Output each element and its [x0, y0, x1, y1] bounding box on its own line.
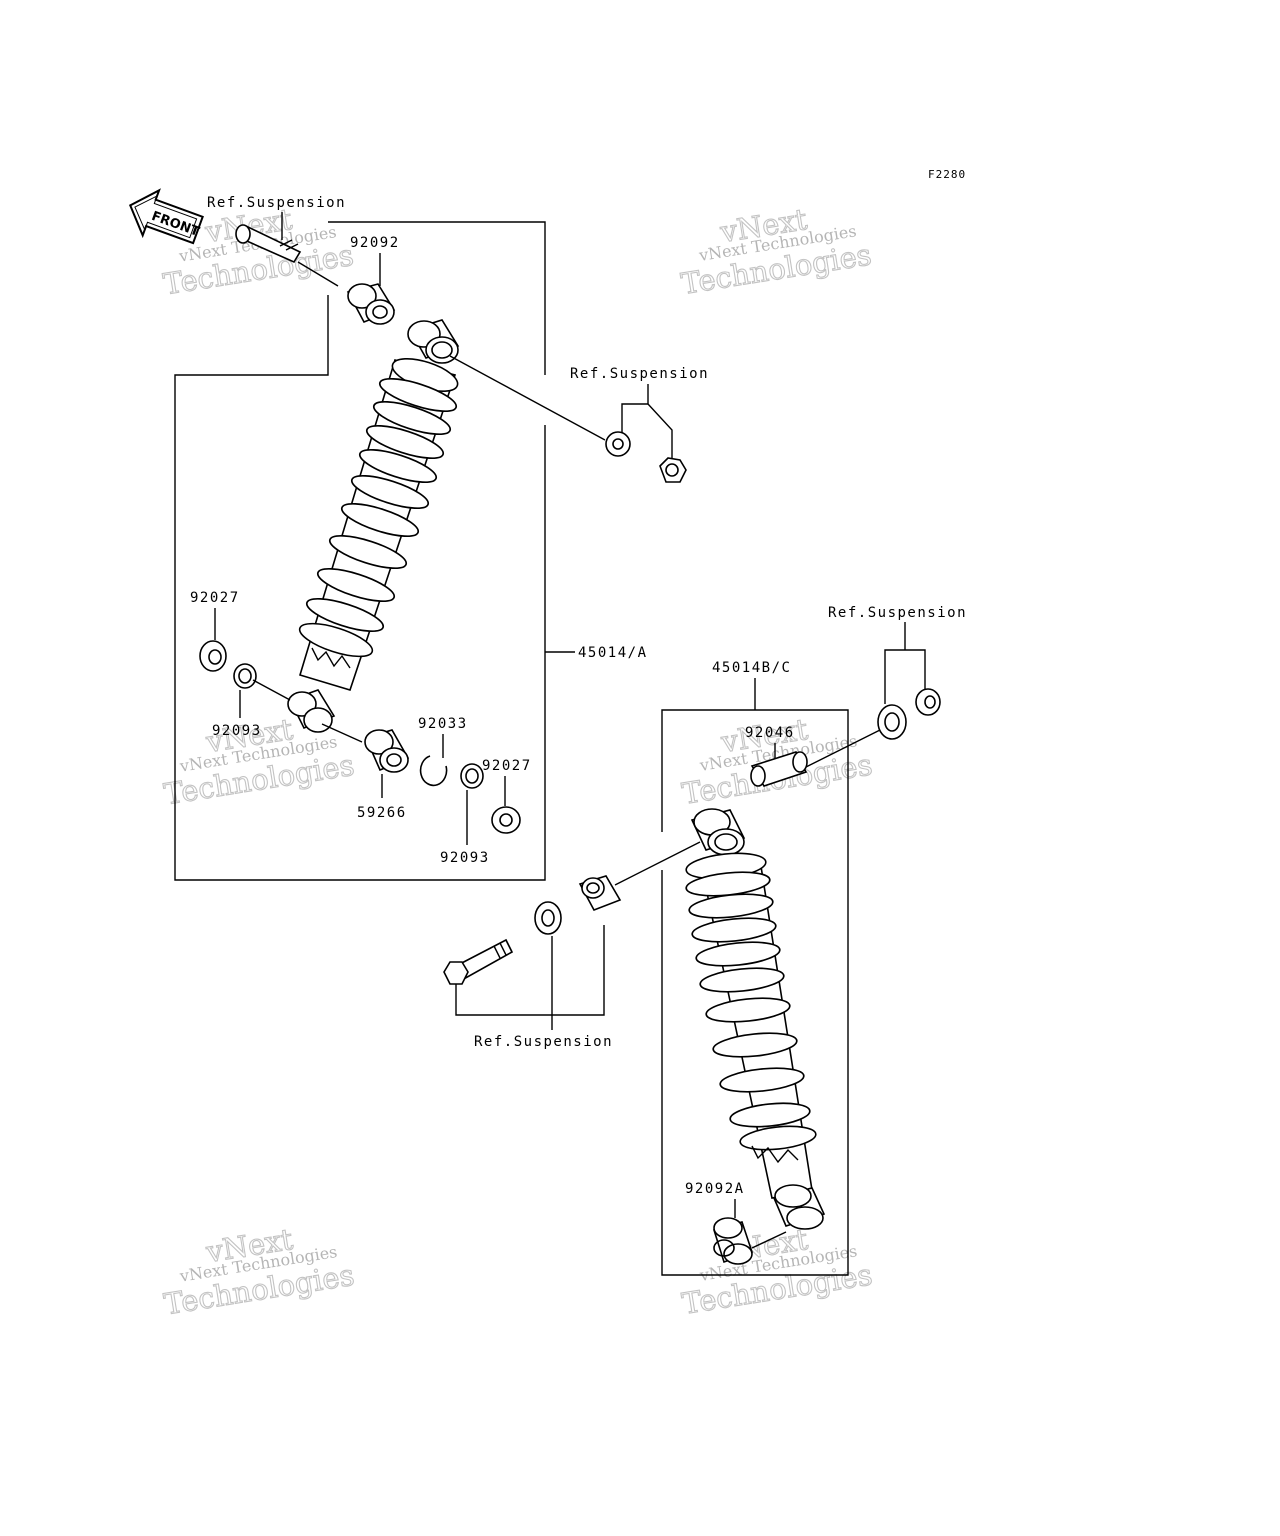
collar-lower-reference — [578, 875, 622, 911]
leader-ref-upper-right-a — [621, 384, 649, 436]
label-45014a: 45014/A — [578, 645, 648, 661]
ref-suspension-bottom: Ref.Suspension — [474, 1034, 613, 1050]
collar-92092 — [346, 283, 396, 325]
bushing-right — [915, 688, 941, 716]
ref-suspension-right: Ref.Suspension — [828, 605, 967, 621]
label-92093-right: 92093 — [440, 850, 490, 866]
leader-bottom-eye — [321, 723, 363, 743]
collar-92046 — [750, 751, 808, 787]
bracket-45014a-top — [328, 221, 546, 375]
bolt-top-left — [235, 224, 302, 264]
ref-suspension-upper-right: Ref.Suspension — [570, 366, 709, 382]
figure-code: F2280 — [928, 168, 966, 181]
watermark-mid-right: vNext vNext Technologies Technologies — [679, 711, 875, 811]
leader-ref-bottom-a — [455, 925, 605, 1016]
label-59266: 59266 — [357, 805, 407, 821]
leader-ref-upper-right-b — [647, 403, 673, 458]
watermark-top-right: vNext vNext Technologies Technologies — [678, 201, 874, 301]
leader-top-eye — [449, 355, 606, 441]
label-45014bc: 45014B/C — [712, 660, 791, 676]
collar-59266 — [364, 729, 410, 773]
bushing-92027-left — [199, 640, 227, 672]
shock-absorber-left — [287, 319, 460, 733]
leader-ref-right-b — [884, 649, 926, 704]
washer-92093-left — [233, 663, 257, 689]
nut-upper-right — [659, 457, 687, 483]
washer-92093-right — [460, 763, 484, 789]
leader-92093-left-shaft — [252, 679, 291, 701]
bushing-92027-right — [491, 806, 521, 834]
collar-92092a — [712, 1217, 754, 1265]
bracket-45014bc — [661, 709, 849, 1276]
label-92046: 92046 — [745, 725, 795, 741]
leader-bottom-eye-right — [751, 1231, 787, 1249]
bracket-45014a — [174, 295, 546, 881]
label-92093-left: 92093 — [212, 723, 262, 739]
washer-right — [877, 704, 907, 740]
bolt-lower-reference — [443, 938, 514, 985]
watermark-mid-left: vNext vNext Technologies Technologies — [161, 711, 357, 812]
label-92033: 92033 — [418, 716, 468, 732]
label-92092: 92092 — [350, 235, 400, 251]
watermark-bottom-right: vNext vNext Technologies Technologies — [679, 1221, 875, 1321]
washer-lower-reference — [534, 901, 562, 935]
shock-absorber-right — [685, 808, 826, 1230]
washer-upper-right — [605, 431, 631, 457]
watermark-bottom-left: vNext vNext Technologies Technologies — [161, 1221, 357, 1322]
label-92092a: 92092A — [685, 1181, 745, 1197]
label-92027-right: 92027 — [482, 758, 532, 774]
circlip-92033 — [419, 755, 448, 787]
leader-top-eye-right — [614, 841, 701, 886]
leader-bolt-top — [297, 261, 339, 287]
ref-suspension-top-left: Ref.Suspension — [207, 195, 346, 211]
front-arrow-icon: FRONT — [128, 188, 204, 245]
label-92027-left: 92027 — [190, 590, 240, 606]
leader-right-washer — [799, 729, 881, 771]
